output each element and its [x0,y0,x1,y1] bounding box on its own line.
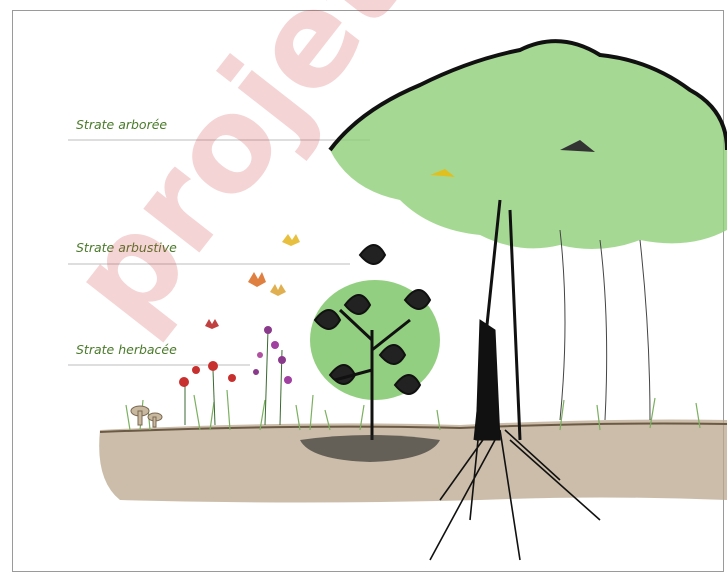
butterflies [205,234,300,329]
tree-canopy [330,41,727,249]
soil-layer [99,420,727,503]
label-strate-arbustive: Strate arbustive [76,240,177,255]
herbaceous-flowers [179,326,292,425]
mushrooms [131,406,162,427]
tree-trunk-roots [430,200,650,560]
label-strate-arboree: Strate arborée [76,117,167,132]
label-strate-herbacee: Strate herbacée [76,342,177,357]
